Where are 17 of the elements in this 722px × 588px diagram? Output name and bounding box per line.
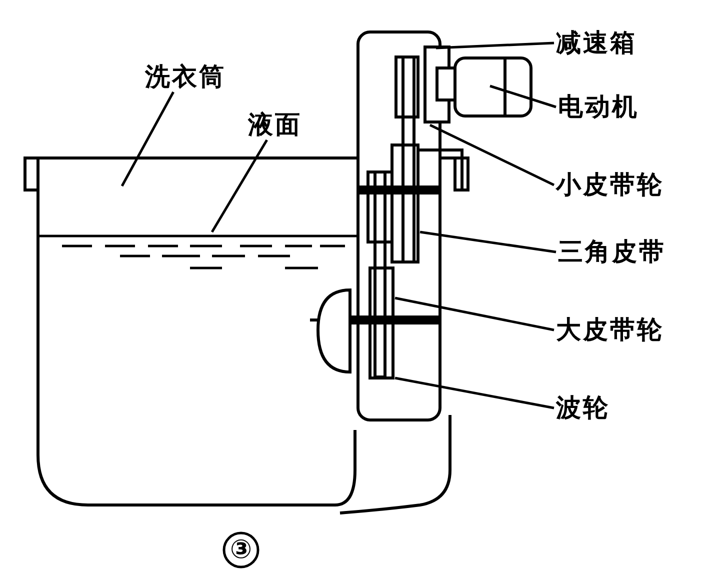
part-label: 三角皮带 [558,237,666,267]
part-label: 小皮带轮 [556,170,664,200]
leader-line [210,139,268,233]
leader-line [394,296,554,332]
part-label: 洗衣筒 [145,62,226,92]
figure-number: ③ [230,535,252,565]
leader-line [420,230,556,254]
leader-line [120,91,174,187]
leader-line [490,84,556,108]
leader-line [394,376,554,410]
leader-line [429,124,555,186]
part-label: 电动机 [558,92,639,122]
part-label: 波轮 [556,393,610,423]
part-label: 减速箱 [556,28,637,58]
leader-line [436,42,554,50]
part-label: 大皮带轮 [556,315,664,345]
part-label: 液面 [248,110,302,140]
